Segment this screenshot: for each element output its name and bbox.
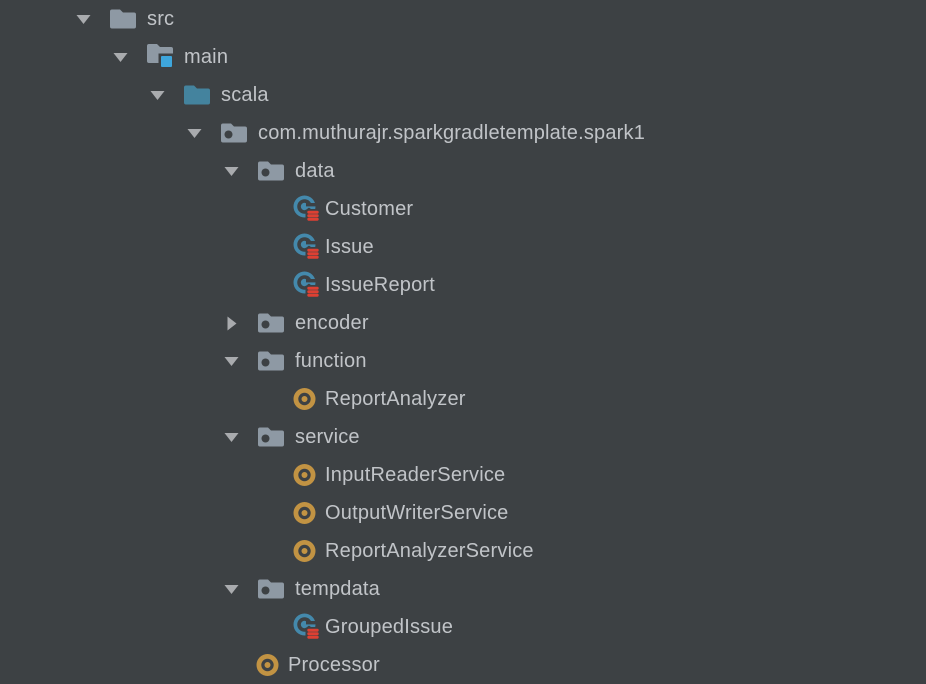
- chevron-down-icon[interactable]: [181, 120, 207, 146]
- tree-item-label: InputReaderService: [325, 463, 506, 486]
- tree-item-service[interactable]: service: [0, 418, 926, 456]
- tree-item-label: service: [295, 425, 360, 448]
- tree-item-label: ReportAnalyzerService: [325, 539, 534, 562]
- toggle-spacer: [255, 614, 281, 640]
- tree-item-data[interactable]: data: [0, 152, 926, 190]
- toggle-spacer: [255, 538, 281, 564]
- scala-object-icon: [293, 461, 322, 490]
- tree-item-label: function: [295, 349, 367, 372]
- tree-item-label: encoder: [295, 311, 369, 334]
- scala-case-class-icon: [293, 613, 322, 642]
- scala-object-icon: [293, 537, 322, 566]
- tree-item-scala[interactable]: scala: [0, 76, 926, 114]
- tree-item-src[interactable]: src: [0, 0, 926, 38]
- tree-item-label: Customer: [325, 197, 414, 220]
- toggle-spacer: [255, 196, 281, 222]
- tree-item-label: ReportAnalyzer: [325, 387, 466, 410]
- tree-item-label: Issue: [325, 235, 374, 258]
- tree-item-processor[interactable]: Processor: [0, 646, 926, 684]
- tree-item-label: Processor: [288, 653, 380, 676]
- tree-item-function[interactable]: function: [0, 342, 926, 380]
- scala-object-icon: [293, 499, 322, 528]
- toggle-spacer: [255, 462, 281, 488]
- package-folder-icon: [256, 310, 286, 336]
- toggle-spacer: [255, 234, 281, 260]
- chevron-down-icon[interactable]: [218, 576, 244, 602]
- tree-item-com-muthurajr-sparkgradletemplate-spark1[interactable]: com.muthurajr.sparkgradletemplate.spark1: [0, 114, 926, 152]
- tree-item-label: main: [184, 45, 229, 68]
- tree-item-label: GroupedIssue: [325, 615, 454, 638]
- chevron-right-icon[interactable]: [218, 310, 244, 336]
- folder-source-root-badge-icon: [145, 42, 175, 72]
- scala-case-class-icon: [293, 195, 322, 224]
- chevron-down-icon[interactable]: [218, 424, 244, 450]
- package-folder-icon: [256, 576, 286, 602]
- tree-item-customer[interactable]: Customer: [0, 190, 926, 228]
- tree-item-label: com.muthurajr.sparkgradletemplate.spark1: [258, 121, 646, 144]
- tree-item-label: scala: [221, 83, 269, 106]
- tree-item-outputwriterservice[interactable]: OutputWriterService: [0, 494, 926, 532]
- tree-item-issue[interactable]: Issue: [0, 228, 926, 266]
- toggle-spacer: [255, 386, 281, 412]
- chevron-down-icon[interactable]: [218, 348, 244, 374]
- tree-item-label: data: [295, 159, 335, 182]
- chevron-down-icon[interactable]: [107, 44, 133, 70]
- tree-item-label: tempdata: [295, 577, 380, 600]
- chevron-down-icon[interactable]: [70, 6, 96, 32]
- package-folder-icon: [219, 120, 249, 146]
- folder-icon: [108, 6, 138, 32]
- scala-object-icon: [293, 385, 322, 414]
- tree-item-main[interactable]: main: [0, 38, 926, 76]
- sources-folder-icon: [182, 82, 212, 108]
- toggle-spacer: [255, 272, 281, 298]
- toggle-spacer: [218, 652, 244, 678]
- tree-item-label: IssueReport: [325, 273, 436, 296]
- tree-item-reportanalyzerservice[interactable]: ReportAnalyzerService: [0, 532, 926, 570]
- tree-item-label: OutputWriterService: [325, 501, 509, 524]
- package-folder-icon: [256, 158, 286, 184]
- tree-item-inputreaderservice[interactable]: InputReaderService: [0, 456, 926, 494]
- tree-item-reportanalyzer[interactable]: ReportAnalyzer: [0, 380, 926, 418]
- tree-item-encoder[interactable]: encoder: [0, 304, 926, 342]
- tree-item-tempdata[interactable]: tempdata: [0, 570, 926, 608]
- tree-item-label: src: [147, 7, 175, 30]
- chevron-down-icon[interactable]: [144, 82, 170, 108]
- scala-case-class-icon: [293, 271, 322, 300]
- package-folder-icon: [256, 424, 286, 450]
- tree-item-issuereport[interactable]: IssueReport: [0, 266, 926, 304]
- scala-case-class-icon: [293, 233, 322, 262]
- scala-object-icon: [256, 651, 285, 680]
- toggle-spacer: [255, 500, 281, 526]
- package-folder-icon: [256, 348, 286, 374]
- chevron-down-icon[interactable]: [218, 158, 244, 184]
- tree-item-groupedissue[interactable]: GroupedIssue: [0, 608, 926, 646]
